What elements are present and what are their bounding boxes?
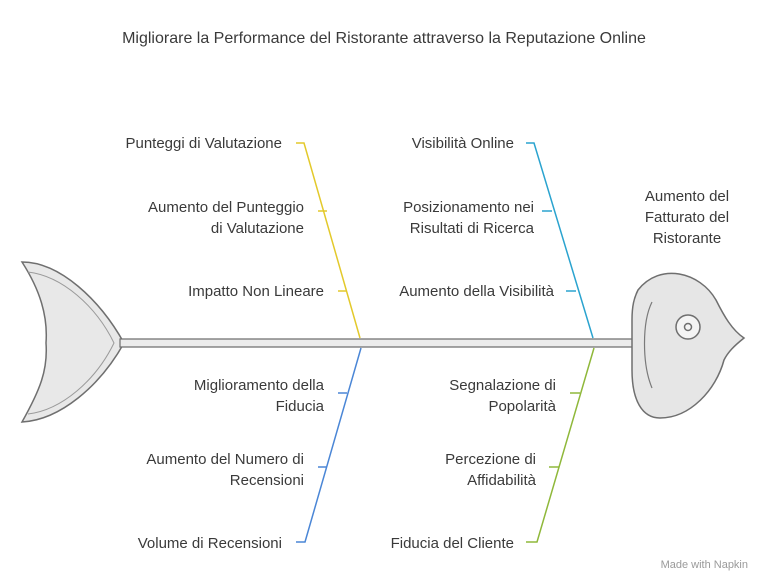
fish-head [631,272,746,419]
cause-label: Aumento del Punteggio di Valutazione [148,199,304,237]
cause-label: Aumento del Numero di Recensioni [146,451,304,489]
cause-label: Impatto Non Lineare [188,283,324,300]
cause-label: Aumento della Visibilità [399,283,554,300]
watermark-text: Made with Napkin [660,559,748,571]
diagram-title: Migliorare la Performance del Ristorante… [122,30,646,47]
branch-bottom-right [526,347,595,543]
cause-label: Volume di Recensioni [137,535,282,552]
effect-label: Aumento del Fatturato del Ristorante [644,188,730,247]
cause-label: Visibilità Online [411,135,514,152]
fish-eye-icon [675,314,701,340]
branch-top-right [526,142,594,339]
cause-label: Percezione di Affidabilità [445,451,536,489]
cause-label: Posizionamento nei Risultati di Ricerca [403,199,534,237]
fish-tail [20,261,125,423]
cause-label: Segnalazione di Popolarità [449,377,556,415]
cause-label: Fiducia del Cliente [390,535,514,552]
cause-label: Miglioramento della Fiducia [193,377,324,415]
branch-bottom-left [296,347,362,543]
cause-label: Punteggi di Valutazione [125,135,282,152]
fish-spine [119,338,637,348]
watermark: Made with Napkin [661,559,748,571]
branch-top-left [296,142,361,339]
